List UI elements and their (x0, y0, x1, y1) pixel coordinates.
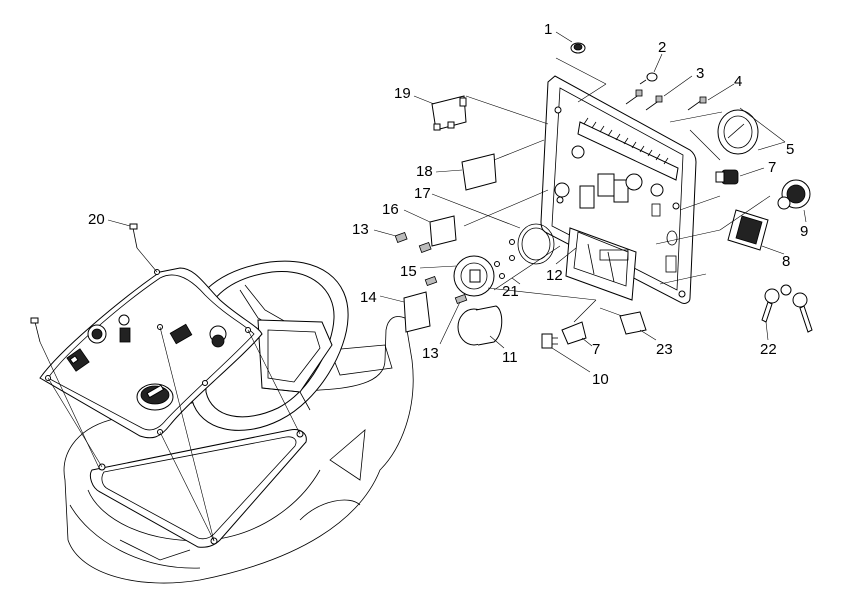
steering-wheel (188, 260, 349, 431)
part-17-o-ring (431, 193, 555, 265)
callout-11: 11 (502, 349, 518, 366)
hatch-frame (89, 429, 307, 548)
callout-1: 1 (544, 21, 552, 38)
part-1-grommet (555, 31, 586, 54)
part-14-switch-block (379, 291, 431, 333)
part-15-ignition (419, 255, 495, 297)
part-16-fuse-holder (403, 209, 457, 247)
panel-leaders (39, 247, 301, 542)
panel-screws (30, 223, 138, 343)
callout-7-lower: 7 (592, 341, 600, 358)
part-12-leader (555, 247, 577, 265)
callout-9: 9 (800, 223, 808, 240)
assembly-leaders (463, 57, 771, 323)
control-panel-plate (39, 267, 263, 439)
callout-22: 22 (760, 341, 777, 358)
part-21-washers (494, 239, 521, 285)
callout-10: 10 (592, 371, 609, 388)
callout-23: 23 (656, 341, 673, 358)
callout-17: 17 (414, 185, 431, 202)
part-2-fuse (639, 53, 663, 85)
callout-4: 4 (734, 73, 742, 90)
part-13-bushings-lower (424, 275, 468, 345)
callout-15: 15 (400, 263, 417, 280)
callout-7-upper: 7 (768, 159, 776, 176)
part-22-keys (761, 284, 813, 341)
callout-8: 8 (782, 253, 790, 270)
callout-12: 12 (546, 267, 563, 284)
part-13-bushings-upper (373, 229, 432, 253)
callout-19: 19 (394, 85, 411, 102)
callout-21: 21 (502, 283, 519, 300)
callout-3: 3 (696, 65, 704, 82)
part-23-relay (619, 311, 657, 341)
callout-18: 18 (416, 163, 433, 180)
part-5-gauge (717, 107, 786, 155)
callout-13-upper: 13 (352, 221, 369, 238)
part-7-switch-lower (561, 321, 593, 347)
part-7-switch-upper (715, 167, 765, 185)
part-19-relay (413, 95, 549, 131)
callout-20: 20 (88, 211, 105, 228)
part-8-rocker-switch (727, 209, 785, 255)
callout-14: 14 (360, 289, 377, 306)
callout-16: 16 (382, 201, 399, 218)
part-10-connector (541, 333, 591, 373)
callout-13-lower: 13 (422, 345, 439, 362)
callout-20-leader (107, 219, 131, 227)
part-9-rotary-switch (777, 179, 811, 223)
part-3-fuses (625, 75, 693, 111)
part-4-fuse (687, 83, 735, 111)
callout-labels: 1 2 3 4 5 7 7 8 9 10 11 12 13 13 14 15 1… (88, 21, 808, 388)
part-18-relay (435, 139, 545, 191)
part-11-buzzer (457, 305, 505, 349)
electrical-panel (540, 75, 697, 304)
callout-2: 2 (658, 39, 666, 56)
callout-5: 5 (786, 141, 794, 158)
